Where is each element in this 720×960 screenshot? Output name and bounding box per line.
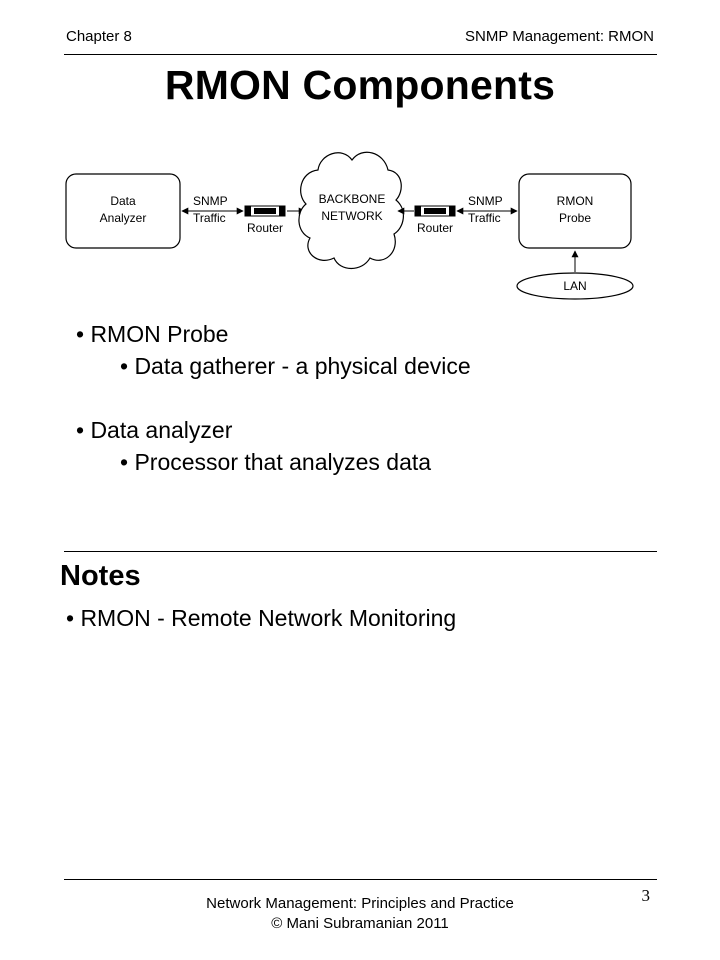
rmon-probe-box: RMON Probe <box>518 173 632 249</box>
header-rule <box>64 54 657 55</box>
lan-ellipse: LAN <box>516 272 634 300</box>
bullet-rmon-probe-detail: • Data gatherer - a physical device <box>120 353 471 379</box>
chapter-label: Chapter 8 <box>66 28 132 45</box>
backbone-network-cloud: BACKBONE NETWORK <box>298 151 404 270</box>
notes-rule <box>64 551 657 552</box>
backbone-label-2: NETWORK <box>321 209 382 223</box>
notes-title: Notes <box>60 560 141 592</box>
bullet-data-analyzer-detail: • Processor that analyzes data <box>120 449 432 475</box>
footer-book-title: Network Management: Principles and Pract… <box>206 895 514 912</box>
data-analyzer-label-2: Analyzer <box>100 211 147 225</box>
notes-item: • RMON - Remote Network Monitoring <box>66 605 457 631</box>
rmon-probe-label-1: RMON <box>557 194 594 208</box>
router-right-icon <box>414 205 456 217</box>
snmp-right-label-1: SNMP <box>468 194 503 208</box>
snmp-left-label-1: SNMP <box>193 194 228 208</box>
router-right-label: Router <box>417 221 453 235</box>
bullet-rmon-probe: • RMON Probe <box>76 321 229 347</box>
chapter-topic: SNMP Management: RMON <box>465 28 654 45</box>
snmp-left-label-2: Traffic <box>193 211 226 225</box>
snmp-right-label-2: Traffic <box>468 211 501 225</box>
bullet-list: • RMON Probe • Data gatherer - a physica… <box>76 318 471 478</box>
bullet-data-analyzer: • Data analyzer <box>76 417 233 443</box>
backbone-label-1: BACKBONE <box>319 192 386 206</box>
rmon-components-diagram: Data Analyzer SNMP Traffic Router BACKBO… <box>65 151 634 300</box>
data-analyzer-box: Data Analyzer <box>65 173 181 249</box>
lan-label: LAN <box>563 279 586 293</box>
router-left-label: Router <box>247 221 283 235</box>
footer-copyright: © Mani Subramanian 2011 <box>271 915 449 932</box>
router-left-icon <box>244 205 286 217</box>
data-analyzer-label-1: Data <box>110 194 136 208</box>
rmon-probe-label-2: Probe <box>559 211 591 225</box>
page-title: RMON Components <box>164 62 556 108</box>
footer-rule <box>64 879 657 880</box>
page-number: 3 <box>641 886 651 905</box>
footer: Network Management: Principles and Pract… <box>0 894 720 934</box>
